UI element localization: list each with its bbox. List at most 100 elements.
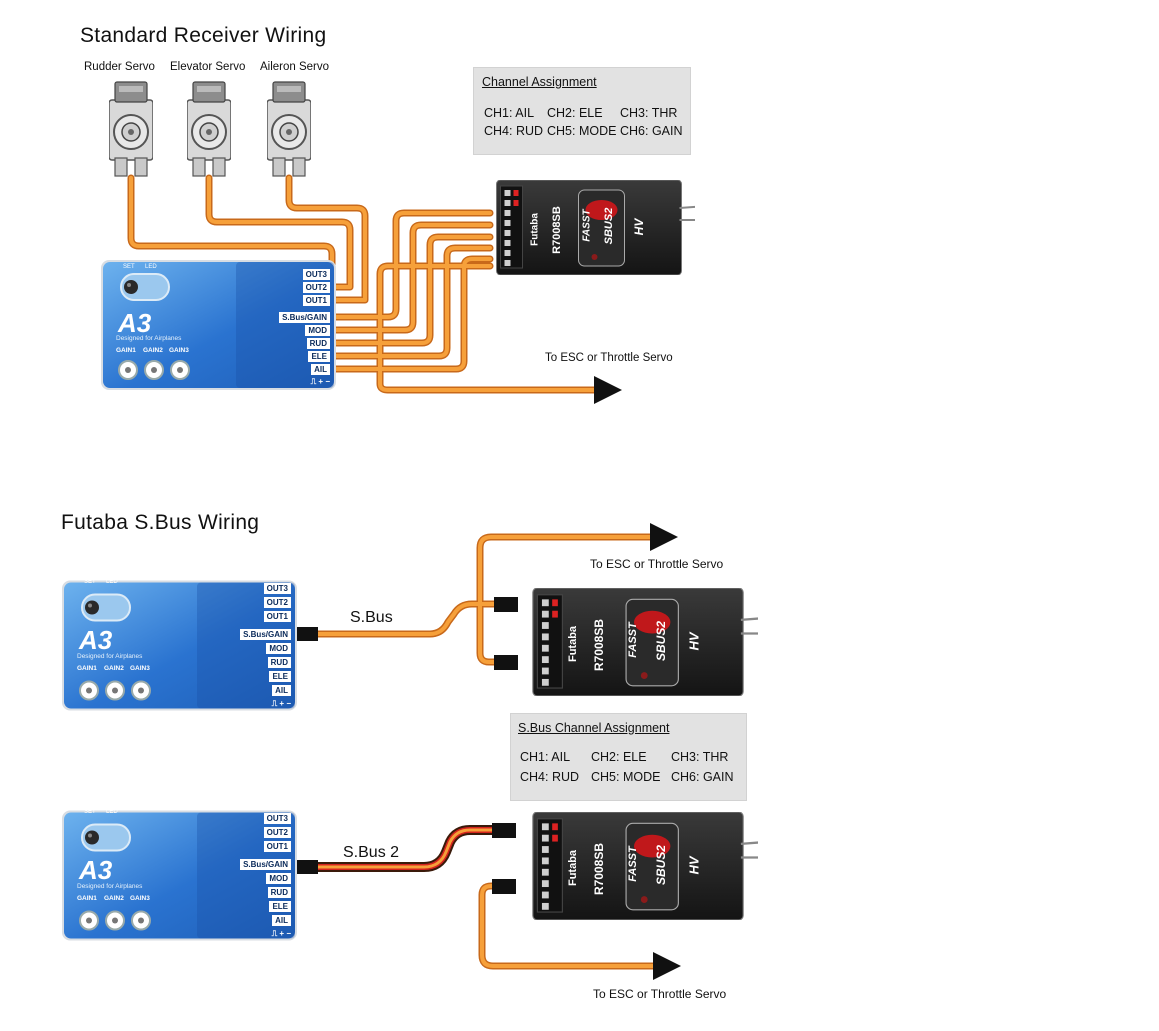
sbus-wires [314,533,656,666]
controller-model: A3 [79,855,113,885]
servo-wires-top [127,174,369,304]
receiver-model: R7008SB [592,618,606,672]
led-label: LED [106,579,118,585]
port-label: S.Bus/GAIN [279,312,330,323]
receiver-fasst: FASST [581,209,593,242]
aileron-servo-icon [267,81,311,177]
port-label: MOD [305,325,330,336]
elevator-servo-icon [187,81,231,177]
controller-subtitle: Designed for Airplanes [77,883,143,890]
port-label: S.Bus/GAIN [240,629,291,640]
channel-cell: CH6: GAIN [671,770,734,784]
port-label: RUD [267,657,291,668]
channel-cell: CH5: MODE [591,770,661,784]
controller-subtitle: Designed for Airplanes [77,653,143,660]
rudder-servo-label: Rudder Servo [84,61,155,73]
port-label: OUT3 [263,813,291,824]
controller-labels-sbus2: A3 Designed for Airplanes GAIN1 GAIN2 GA… [62,803,297,948]
channel-assignment-box: Channel Assignment CH1: AIL CH2: ELE CH3… [473,67,691,155]
channel-cell: CH2: ELE [547,106,603,120]
port-label: OUT1 [263,611,291,622]
port-label: MOD [266,643,291,654]
arrow-icon [594,376,622,404]
sbus-connector [294,627,318,641]
port-list: OUT3 OUT2 OUT1 S.Bus/GAIN MOD RUD ELE AI… [240,813,291,939]
channel-cell: CH2: ELE [591,750,647,764]
sbus2-connector [492,823,516,838]
gain3-label: GAIN3 [130,895,150,902]
sbus2-wire-label: S.Bus 2 [343,844,400,861]
port-label: ELE [308,351,330,362]
esc-connector [494,655,518,670]
port-label: OUT2 [263,827,291,838]
controller-model: A3 [118,308,152,338]
receiver-sbus2: SBUS2 [603,207,615,245]
port-label: OUT3 [263,583,291,594]
controller-model: A3 [79,625,113,655]
port-label: MOD [266,873,291,884]
receiver-labels-top: Futaba R7008SB FASST SBUS2 HV [483,180,668,275]
controller-labels-top: A3 Designed for Airplanes GAIN1 GAIN2 GA… [101,260,336,390]
pin-legend: ⎍ + − [271,929,291,938]
receiver-labels-sbus: Futaba R7008SB FASST SBUS2 HV [518,588,728,696]
gain2-label: GAIN2 [104,895,124,902]
sbus-wire-label: S.Bus [350,609,393,626]
port-label: OUT3 [302,269,330,280]
port-label: RUD [267,887,291,898]
channel-assignment-heading: Channel Assignment [482,75,597,89]
sbus2-connector [294,860,318,874]
port-list: OUT3 OUT2 OUT1 S.Bus/GAIN MOD RUD ELE AI… [279,269,330,387]
gain1-label: GAIN1 [77,895,97,902]
channel-cell: CH3: THR [671,750,729,764]
port-label: OUT2 [263,597,291,608]
port-label: OUT1 [302,295,330,306]
set-label: SET [123,264,135,270]
rudder-servo-icon [109,81,153,177]
sbus-channel-assignment-heading: S.Bus Channel Assignment [518,721,670,735]
port-label: AIL [311,364,330,375]
esc-label-sbus2: To ESC or Throttle Servo [593,987,727,1001]
arrow-icon [650,523,678,551]
port-label: ELE [269,901,291,912]
receiver-hv: HV [686,856,702,875]
pin-legend: ⎍ + − [310,377,330,386]
sbus2-wires [313,825,659,970]
channel-cell: CH1: AIL [484,106,535,120]
sbus-wiring-title: Futaba S.Bus Wiring [61,511,260,534]
channel-cell: CH6: GAIN [620,124,683,138]
standard-wiring-title: Standard Receiver Wiring [80,24,327,47]
receiver-model: R7008SB [592,842,606,896]
receiver-fasst: FASST [627,846,639,882]
aileron-servo-label: Aileron Servo [260,61,330,73]
esc-label-sbus: To ESC or Throttle Servo [590,557,724,571]
arrow-icon [653,952,681,980]
pin-legend: ⎍ + − [271,699,291,708]
led-label: LED [145,264,157,270]
elevator-servo-label: Elevator Servo [170,61,246,73]
port-label: AIL [272,685,291,696]
gain2-label: GAIN2 [104,665,124,672]
receiver-wires-top [308,209,600,394]
esc-label-top: To ESC or Throttle Servo [545,352,673,364]
receiver-brand: Futaba [529,213,541,246]
receiver-labels-sbus2: Futaba R7008SB FASST SBUS2 HV [518,812,728,920]
esc-connector [492,879,516,894]
channel-cell: CH4: RUD [484,124,544,138]
controller-labels-sbus: A3 Designed for Airplanes GAIN1 GAIN2 GA… [62,573,297,718]
channel-cell: CH5: MODE [547,124,617,138]
port-label: RUD [306,338,330,349]
receiver-sbus2: SBUS2 [654,845,668,886]
port-label: S.Bus/GAIN [240,859,291,870]
receiver-model: R7008SB [551,206,563,254]
sbus-channel-assignment-box: S.Bus Channel Assignment CH1: AIL CH2: E… [510,713,747,801]
set-label: SET [84,579,96,585]
sbus-connector [494,597,518,612]
port-list: OUT3 OUT2 OUT1 S.Bus/GAIN MOD RUD ELE AI… [240,583,291,709]
port-label: OUT2 [302,282,330,293]
gain3-label: GAIN3 [130,665,150,672]
receiver-sbus2: SBUS2 [654,621,668,662]
port-label: AIL [272,915,291,926]
receiver-brand: Futaba [567,625,579,663]
receiver-fasst: FASST [627,622,639,658]
